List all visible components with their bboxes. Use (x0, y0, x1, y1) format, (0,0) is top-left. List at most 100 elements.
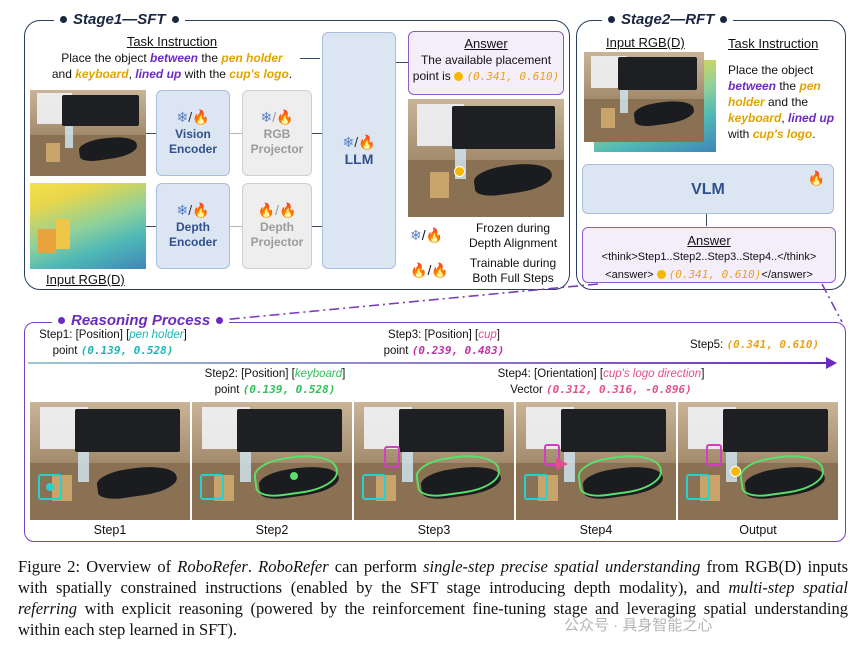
step4-label: Step4 (579, 523, 613, 537)
stage2-input-label: Input RGB(D) (606, 35, 685, 50)
pen-holder-outline (38, 474, 62, 500)
reasoning-connector (199, 283, 843, 323)
step5-text: Step5: (0.341, 0.610) (690, 338, 820, 351)
vision-encoder-box: ❄/🔥 Vision Encoder (156, 90, 230, 176)
step3-label: Step3 (417, 523, 451, 537)
instruction-text: Place the object between the pen holder … (51, 51, 293, 81)
pen-holder-outline (200, 474, 224, 500)
cup-outline (544, 444, 560, 466)
stage1-title-text: Stage1—SFT (73, 11, 166, 28)
depth-projector-label: Depth Projector (250, 220, 304, 249)
arrow-depthproj-llm (312, 226, 322, 228)
orientation-arrow-icon (556, 458, 568, 470)
point-marker-icon (46, 483, 54, 491)
figure-caption: Figure 2: Overview of RoboRefer. RoboRef… (18, 557, 849, 639)
frozen-trainable-icon: ❄/🔥 (176, 202, 210, 218)
stage2-rgb-image (584, 52, 704, 142)
reasoning-panel (24, 322, 846, 542)
legend-frozen: ❄/🔥 Frozen during Depth Alignment (410, 221, 558, 250)
pen-holder-outline (686, 474, 710, 500)
reasoning-title: Reasoning Process (52, 312, 230, 329)
rgb-projector-box: ❄/🔥 RGB Projector (242, 90, 312, 176)
step4-image (516, 402, 676, 520)
step1-label: Step1 (93, 523, 127, 537)
placement-point-icon (454, 166, 465, 177)
arrow-depth-encoder (146, 226, 156, 228)
stage2-title-text: Stage2—RFT (621, 11, 715, 28)
step4-text: Step4: [Orientation] [cup's logo directi… (497, 368, 705, 396)
arrow-rgb-encoder (146, 133, 156, 135)
frozen-trainable-icon: ❄/🔥 (260, 109, 294, 125)
step3-image (354, 402, 514, 520)
answer-line2: point is (0.341, 0.610) (412, 69, 560, 83)
output-image (678, 402, 838, 520)
arrow-llm-answer (396, 62, 408, 64)
trainable-icon: 🔥/🔥 (410, 262, 449, 278)
frozen-trainable-icon: ❄/🔥 (410, 227, 444, 243)
stage2-answer-box: Answer <think>Step1..Step2..Step3..Step4… (582, 227, 836, 283)
vlm-label: VLM (691, 180, 725, 198)
title-dot-icon (60, 16, 67, 23)
answer-title: Answer (464, 36, 508, 51)
stage1-input-label: Input RGB(D) (46, 272, 125, 287)
instruction-text: Place the object between the pen holder … (728, 63, 835, 141)
task-instruction-title: Task Instruction (728, 36, 819, 51)
depth-projector-box: 🔥/🔥 Depth Projector (242, 183, 312, 269)
arrow-encoder-projector (230, 133, 242, 135)
depth-encoder-label: Depth Encoder (168, 220, 217, 249)
trainable-icon: 🔥/🔥 (257, 202, 297, 218)
placement-point-icon (454, 72, 464, 81)
step3-text: Step3: [Position] [cup] point (0.239, 0.… (383, 329, 505, 357)
step1-text: Step1: [Position] [pen holder] point (0.… (39, 329, 187, 357)
point-marker-icon (290, 472, 298, 480)
placement-point-icon (730, 466, 741, 477)
arrow-instruction-llm (300, 58, 320, 60)
stage1-task-instruction: Task Instruction Place the object betwee… (44, 34, 300, 82)
arrow-depthenc-projector (230, 226, 242, 228)
answer-think: <think>Step1..Step2..Step3..Step4..</thi… (601, 251, 817, 263)
step2-label: Step2 (255, 523, 289, 537)
stage2-task-instruction: Task Instruction Place the object betwee… (728, 36, 840, 142)
output-label: Output (739, 523, 777, 537)
timeline-arrowhead-icon (826, 357, 837, 369)
step2-image (192, 402, 352, 520)
title-dot-icon (720, 16, 728, 23)
answer-line1: The available placement (420, 53, 552, 67)
stage1-title: Stage1—SFT (54, 11, 185, 28)
vision-encoder-label: Vision Encoder (168, 127, 217, 156)
answer-final: <answer> (0.341, 0.610)</answer> (605, 268, 813, 281)
frozen-trainable-icon: ❄/🔥 (342, 134, 376, 150)
reasoning-timeline-arrow (28, 362, 828, 364)
cup-outline (384, 446, 400, 468)
pen-holder-outline (362, 474, 386, 500)
title-dot-icon (216, 317, 224, 324)
step2-text: Step2: [Position] [keyboard] point (0.13… (204, 368, 346, 396)
stage1-rgb-image (30, 90, 146, 176)
llm-label: LLM (344, 151, 374, 167)
task-instruction-title: Task Instruction (126, 34, 218, 49)
trainable-icon: 🔥 (807, 170, 825, 186)
legend-trainable: 🔥/🔥 Trainable during Both Full Steps (410, 256, 557, 285)
stage1-answer-box: Answer The available placement point is … (408, 31, 564, 95)
title-dot-icon (58, 317, 65, 324)
cup-outline (706, 444, 722, 466)
llm-box: ❄/🔥 LLM (322, 32, 396, 269)
reasoning-title-text: Reasoning Process (71, 312, 211, 329)
watermark: 公众号 · 具身智能之心 (564, 617, 713, 634)
vlm-box: VLM 🔥 (582, 164, 834, 214)
placement-point-icon (656, 270, 666, 279)
rgb-projector-label: RGB Projector (250, 127, 304, 156)
frozen-trainable-icon: ❄/🔥 (176, 109, 210, 125)
title-dot-icon (171, 16, 179, 23)
stage2-title: Stage2—RFT (602, 11, 734, 28)
arrow-vlm-answer (706, 214, 708, 226)
pen-holder-outline (524, 474, 548, 500)
arrow-projector-llm (312, 133, 322, 135)
title-dot-icon (608, 16, 615, 23)
stage1-panel (24, 20, 570, 290)
step1-image (30, 402, 190, 520)
stage1-output-image (408, 99, 564, 217)
depth-encoder-box: ❄/🔥 Depth Encoder (156, 183, 230, 269)
answer-title: Answer (687, 233, 731, 248)
stage1-depth-image (30, 183, 146, 269)
